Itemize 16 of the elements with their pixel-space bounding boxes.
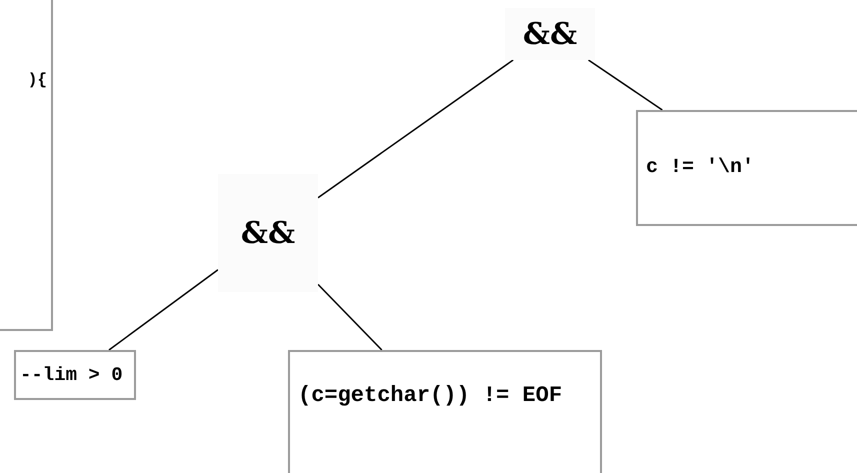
code-text: (c=getchar()) != EOF xyxy=(298,382,562,410)
operator-label: && xyxy=(240,214,296,252)
connector-line xyxy=(317,284,382,351)
connector-line xyxy=(108,269,218,351)
code-box xyxy=(0,0,53,331)
code-box xyxy=(288,350,602,473)
code-text: --lim > 0 xyxy=(20,362,123,388)
code-box xyxy=(636,110,857,226)
code-text: c != '\n' xyxy=(646,155,754,181)
operator-label: && xyxy=(522,16,578,54)
connector-line xyxy=(588,59,663,111)
connector-line xyxy=(318,59,514,198)
code-text: ){ xyxy=(28,70,47,91)
operator-node xyxy=(218,174,318,292)
operator-node xyxy=(505,8,595,60)
code-box xyxy=(14,350,136,400)
